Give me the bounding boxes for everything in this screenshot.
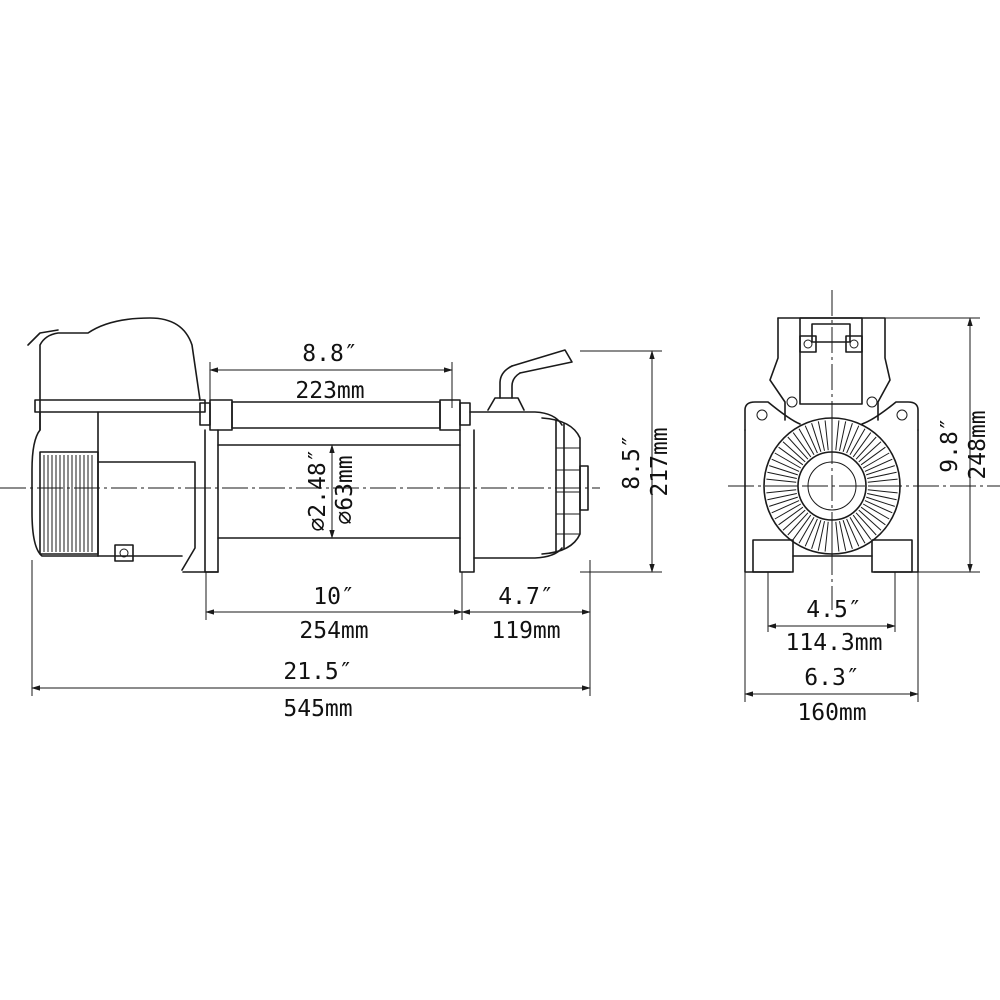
cooling-fin: [798, 516, 815, 544]
cooling-fin: [787, 436, 809, 460]
mount-spacing-mm-label: 254mm: [299, 618, 368, 644]
cooling-fin: [778, 446, 804, 466]
cooling-fin: [849, 516, 866, 544]
dim-drum-length: 8.8″ 223mm: [209, 341, 453, 408]
drum: [217, 401, 461, 539]
end-housing: [769, 317, 891, 421]
cooling-fin: [860, 446, 886, 466]
cooling-fin: [864, 458, 893, 472]
brake-fins: [39, 451, 99, 555]
cooling-fin: [867, 478, 898, 483]
cooling-fin: [846, 518, 860, 547]
cooling-fin: [824, 420, 829, 451]
dim-side-height: 8.5″ 217mm: [580, 350, 673, 573]
cooling-fin: [842, 520, 853, 549]
cooling-fin: [860, 506, 886, 526]
cooling-fin: [817, 421, 825, 451]
side-height-mm-label: 217mm: [647, 427, 673, 496]
dim-base-width: 6.3″ 160mm: [744, 572, 919, 726]
cooling-fin: [766, 489, 797, 494]
cooling-fin: [839, 521, 847, 551]
cooling-fin: [811, 520, 822, 549]
right-end-bracket: [439, 399, 475, 573]
cooling-fin: [858, 441, 882, 463]
motor-cooling-fins: [763, 417, 901, 555]
cooling-fin: [862, 452, 890, 469]
side-height-in-label: 8.5″: [619, 434, 645, 489]
cooling-fin: [817, 521, 825, 551]
cooling-fin: [867, 489, 898, 494]
cooling-fin: [778, 506, 804, 526]
side-view: 8.8″ 223mm ⌀2.48″ ⌀63mm 8.5″ 217mm 10″ 2…: [0, 317, 673, 722]
cooling-fin: [771, 458, 800, 472]
cooling-fin: [804, 518, 818, 547]
end-height-in-label: 9.8″: [937, 417, 963, 472]
cooling-fin: [769, 465, 798, 476]
cooling-fin: [849, 428, 866, 456]
cooling-fin: [852, 432, 872, 458]
cooling-fin: [839, 421, 847, 451]
cooling-fin: [862, 503, 890, 520]
cooling-fin: [867, 493, 897, 501]
cooling-fin: [769, 496, 798, 507]
left-end-bracket: [182, 399, 233, 573]
cooling-fin: [766, 478, 797, 483]
motor-offset-in-label: 4.7″: [498, 584, 553, 610]
base-width-in-label: 6.3″: [804, 665, 859, 691]
cooling-fin: [767, 471, 797, 479]
cooling-fin: [858, 509, 882, 531]
cooling-fin: [824, 521, 829, 552]
cooling-fin: [798, 428, 815, 456]
cooling-fin: [787, 512, 809, 536]
cooling-fin: [864, 500, 893, 514]
dim-overall-length: 21.5″ 545mm: [31, 560, 591, 722]
cooling-fin: [867, 471, 897, 479]
drum-diameter-mm-label: ⌀63mm: [332, 455, 358, 524]
cooling-fin: [855, 436, 877, 460]
cooling-fin: [774, 452, 802, 469]
cooling-fin: [811, 423, 822, 452]
cooling-fin: [792, 432, 812, 458]
dim-bolt-spacing: 4.5″ 114.3mm: [767, 572, 896, 656]
dim-mount-spacing: 10″ 254mm 4.7″ 119mm: [205, 560, 591, 644]
dim-end-height: 9.8″ 248mm: [885, 317, 991, 573]
cooling-fin: [771, 500, 800, 514]
end-height-mm-label: 248mm: [965, 410, 991, 479]
overall-length-in-label: 21.5″: [283, 659, 352, 685]
drum-diameter-in-label: ⌀2.48″: [305, 448, 331, 531]
motor: [469, 411, 589, 559]
drum-length-in-label: 8.8″: [302, 341, 357, 367]
cooling-fin: [782, 441, 806, 463]
cooling-fin: [852, 514, 872, 540]
cooling-fin: [846, 425, 860, 454]
cooling-fin: [774, 503, 802, 520]
mount-spacing-in-label: 10″: [313, 584, 355, 610]
cooling-fin: [835, 521, 840, 552]
cooling-fin: [855, 512, 877, 536]
cooling-fin: [835, 420, 840, 451]
cooling-fin: [792, 514, 812, 540]
drum-length-mm-label: 223mm: [295, 378, 364, 404]
bolt-spacing-in-label: 4.5″: [806, 597, 861, 623]
base-width-mm-label: 160mm: [797, 700, 866, 726]
cooling-fin: [782, 509, 806, 531]
cooling-fin: [866, 465, 895, 476]
overall-length-mm-label: 545mm: [283, 696, 352, 722]
cooling-fin: [767, 493, 797, 501]
cooling-fin: [804, 425, 818, 454]
motor-offset-mm-label: 119mm: [491, 618, 560, 644]
gear-housing: [27, 317, 206, 571]
end-view: 9.8″ 248mm 4.5″ 114.3mm 6.3″ 160mm: [728, 290, 1000, 726]
cooling-fin: [866, 496, 895, 507]
clutch-lever: [487, 349, 573, 411]
dim-drum-diameter: ⌀2.48″ ⌀63mm: [305, 444, 358, 539]
cooling-fin: [842, 423, 853, 452]
bolt-spacing-mm-label: 114.3mm: [786, 630, 883, 656]
